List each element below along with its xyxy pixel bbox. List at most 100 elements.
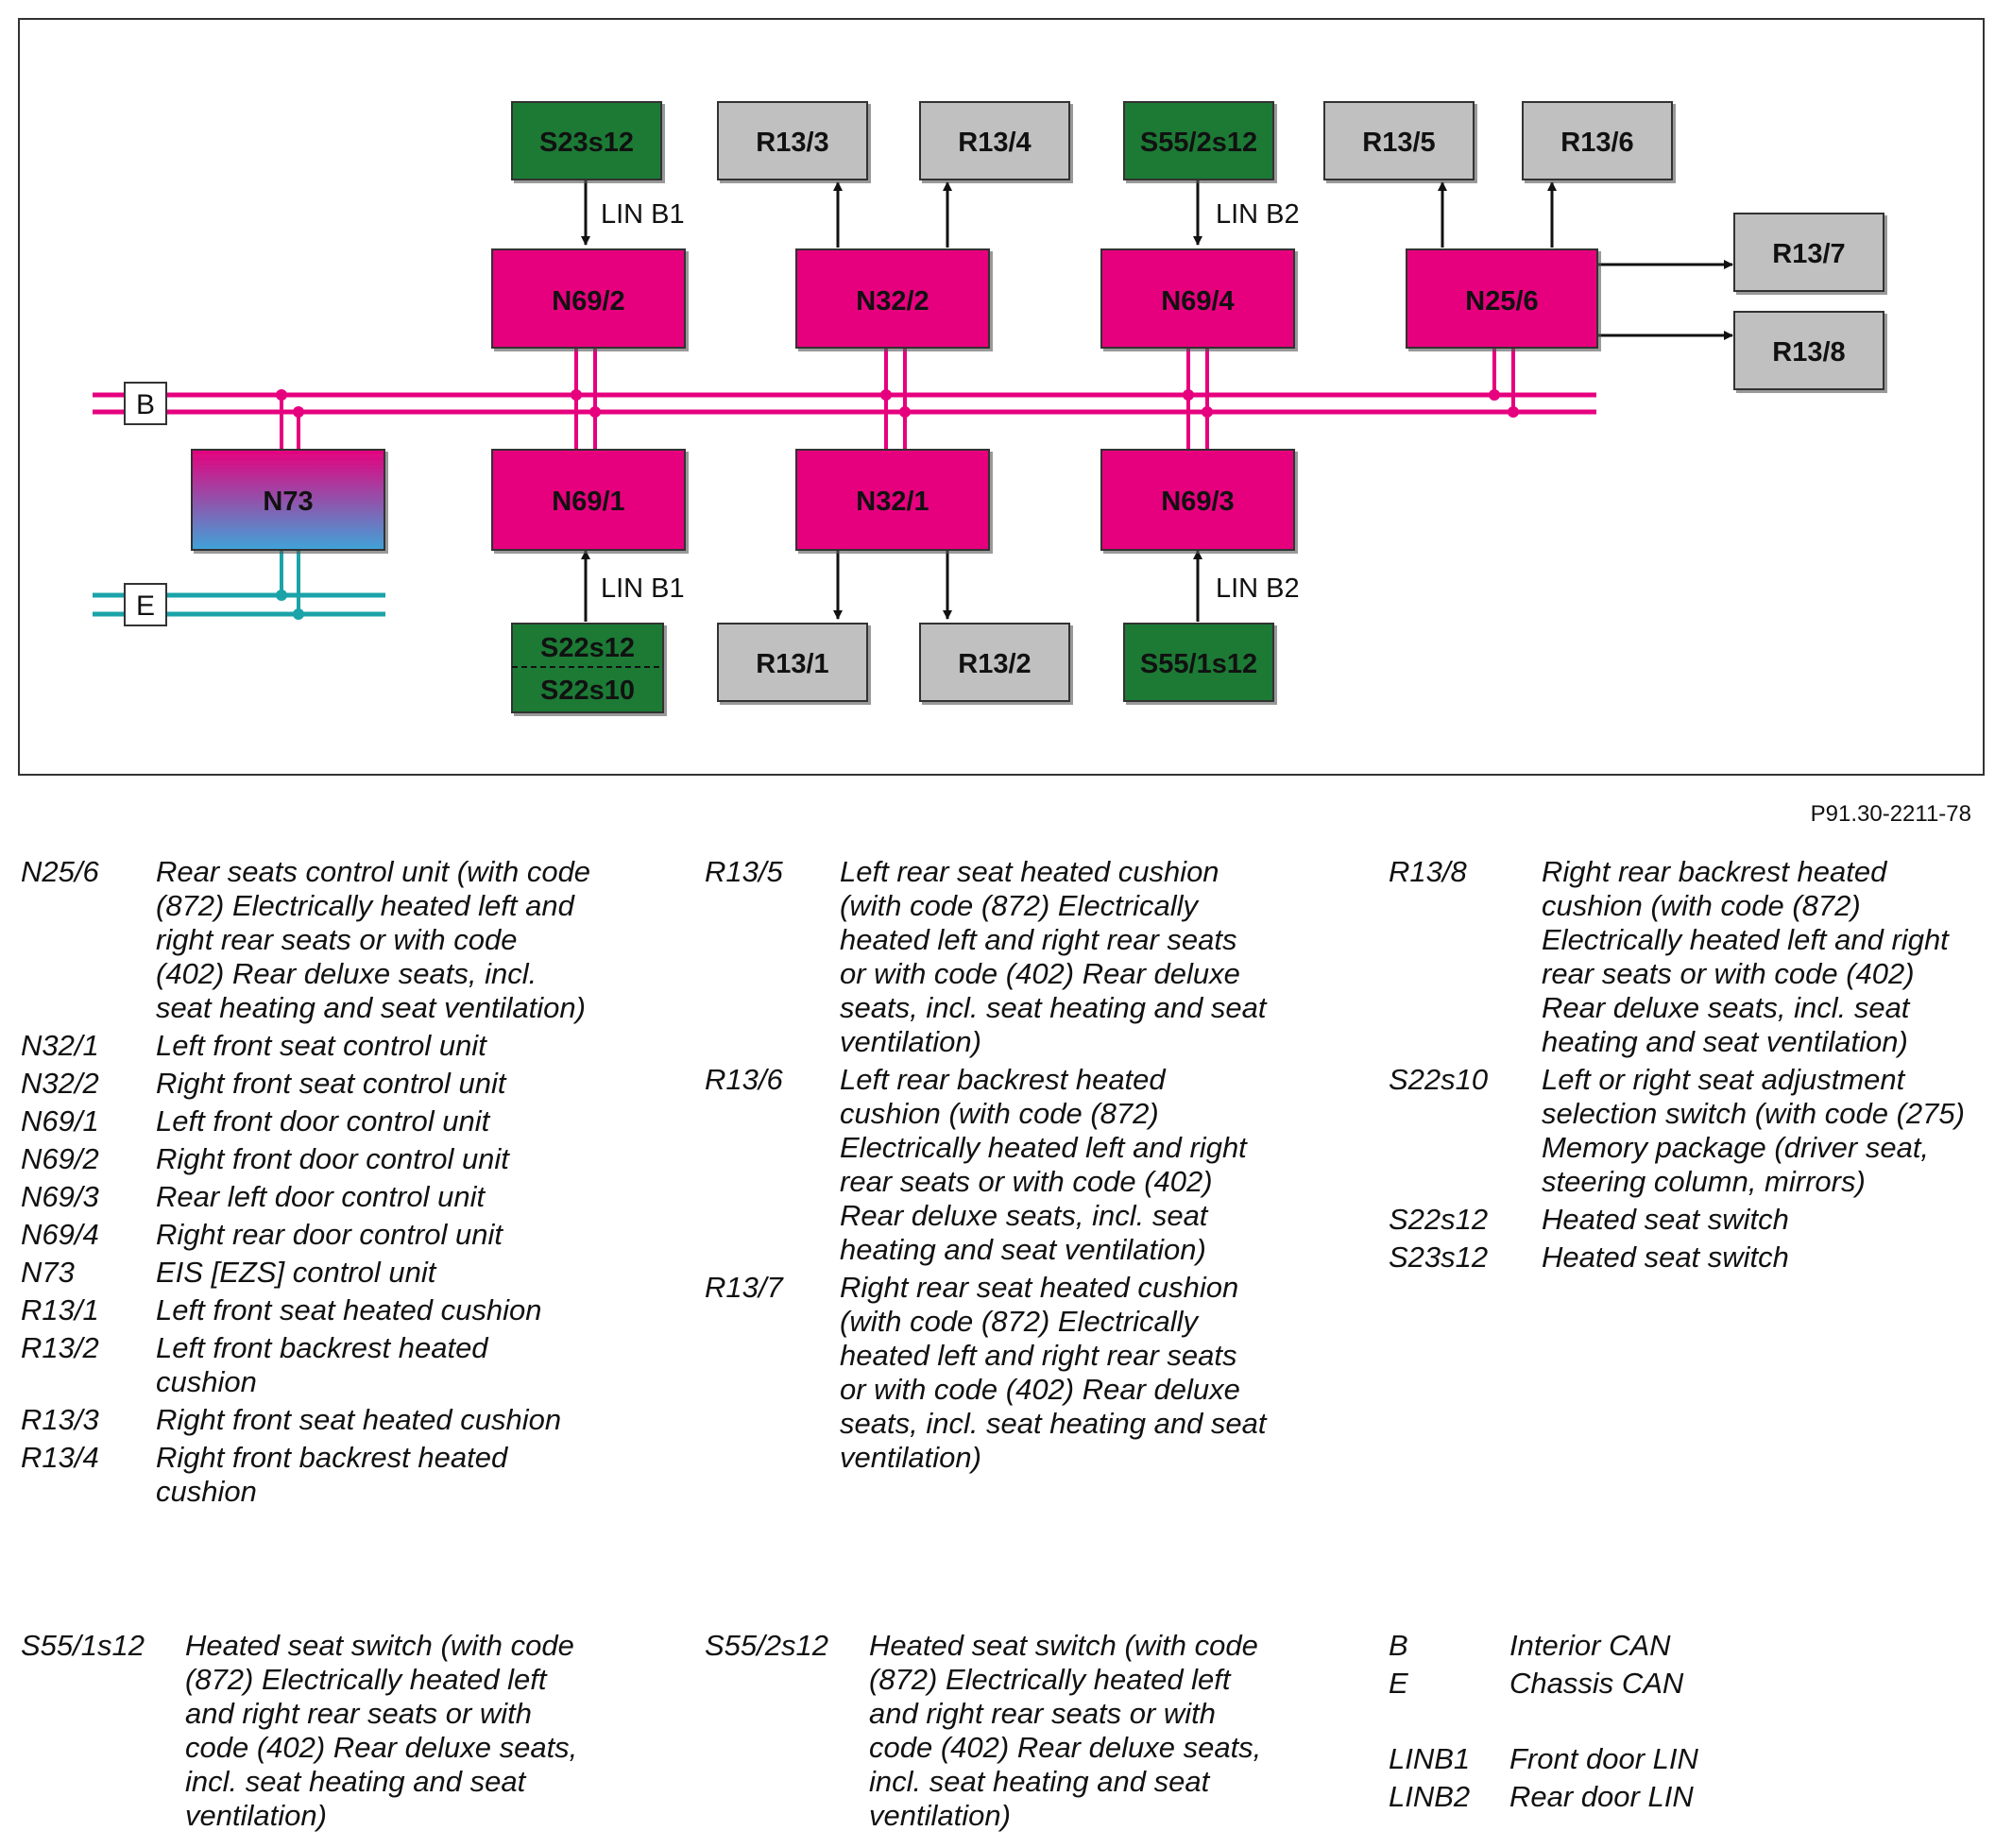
svg-text:S55/2s12: S55/2s12 <box>1140 128 1257 158</box>
svg-text:R13/7: R13/7 <box>1772 239 1845 269</box>
legend-description: Heated seat switch <box>1542 1241 1789 1274</box>
legend-description: Left front seat control unit <box>156 1029 486 1062</box>
svg-text:R13/2: R13/2 <box>958 649 1031 679</box>
legend-entry: R13/8 Right rear backrest heated cushion … <box>1389 855 1993 1059</box>
legend-key: R13/1 <box>21 1293 99 1326</box>
legend-key: N32/2 <box>21 1067 99 1100</box>
legend-description: Left or right seat adjustment selection … <box>1542 1063 1965 1198</box>
legend-description: Heated seat switch (with code (872) Elec… <box>185 1629 578 1832</box>
node-r13-3: R13/3 <box>717 101 868 180</box>
legend-entry: R13/1 Left front seat heated cushion <box>21 1293 625 1327</box>
legend-description: Right front seat heated cushion <box>156 1403 562 1436</box>
legend-entry: S22s10 Left or right seat adjustment sele… <box>1389 1063 1993 1199</box>
legend-key: N69/1 <box>21 1104 99 1138</box>
node-r13-2: R13/2 <box>919 623 1070 702</box>
svg-text:R13/3: R13/3 <box>756 128 828 158</box>
node-n69-3: N69/3 <box>1100 449 1295 551</box>
legend-key: R13/4 <box>21 1441 99 1474</box>
bus-b-interior-can <box>93 392 1596 415</box>
lin-label-top-right: LIN B2 <box>1216 199 1300 230</box>
svg-text:N32/1: N32/1 <box>856 487 929 517</box>
legend-description: Rear left door control unit <box>156 1180 486 1213</box>
node-n32-2: N32/2 <box>795 248 990 349</box>
svg-text:N69/3: N69/3 <box>1161 487 1234 517</box>
node-r13-7: R13/7 <box>1733 213 1884 292</box>
legend-description: EIS [EZS] control unit <box>156 1256 436 1289</box>
node-n69-4: N69/4 <box>1100 248 1295 349</box>
legend-description: Left rear backrest heated cushion (with … <box>840 1063 1247 1266</box>
legend-description: Interior CAN <box>1509 1629 1671 1662</box>
legend-key: R13/7 <box>705 1271 783 1304</box>
node-n73: N73 <box>191 449 385 551</box>
legend-entry: N69/3 Rear left door control unit <box>21 1180 625 1214</box>
svg-text:R13/5: R13/5 <box>1362 128 1435 158</box>
legend-description: Front door LIN <box>1509 1742 1698 1775</box>
legend-description: Heated seat switch <box>1542 1203 1789 1236</box>
network-diagram: B E LIN B1 LIN B2 LIN B1 LIN B2 S23s12 R… <box>18 18 1985 776</box>
legend-entry: R13/7 Right rear seat heated cushion (wit… <box>705 1271 1309 1475</box>
legend-key: B <box>1389 1629 1408 1662</box>
node-n25-6: N25/6 <box>1406 248 1598 349</box>
node-s22s10-label: S22s10 <box>540 676 635 706</box>
legend-description: Right front door control unit <box>156 1142 509 1175</box>
legend-description: Rear door LIN <box>1509 1780 1694 1813</box>
node-n69-2: N69/2 <box>491 248 686 349</box>
svg-text:N69/1: N69/1 <box>552 487 624 517</box>
legend-description: Right rear backrest heated cushion (with… <box>1542 855 1949 1058</box>
legend-key: S22s10 <box>1389 1063 1489 1096</box>
legend-key: N69/4 <box>21 1218 99 1251</box>
svg-text:S23s12: S23s12 <box>539 128 634 158</box>
svg-text:S55/1s12: S55/1s12 <box>1140 649 1257 679</box>
svg-text:N32/2: N32/2 <box>856 286 929 317</box>
legend-key: R13/8 <box>1389 855 1467 888</box>
svg-text:R13/8: R13/8 <box>1772 337 1845 368</box>
legend-key: R13/5 <box>705 855 783 888</box>
svg-text:E: E <box>136 590 155 622</box>
legend-key: R13/6 <box>705 1063 783 1096</box>
signal-arrows <box>581 172 1733 622</box>
svg-text:B: B <box>136 389 155 420</box>
bus-label-b: B <box>124 382 167 425</box>
legend-description: Right rear seat heated cushion (with cod… <box>840 1271 1267 1474</box>
svg-text:R13/6: R13/6 <box>1560 128 1633 158</box>
bus-junction-dots <box>276 389 1519 620</box>
bus-label-e: E <box>124 583 167 626</box>
svg-text:N25/6: N25/6 <box>1465 286 1538 317</box>
legend-key: S55/2s12 <box>705 1629 828 1662</box>
node-r13-6: R13/6 <box>1522 101 1673 180</box>
node-r13-5: R13/5 <box>1323 101 1475 180</box>
legend-description: Left front door control unit <box>156 1104 490 1138</box>
svg-text:R13/1: R13/1 <box>756 649 828 679</box>
legend-description: Rear seats control unit (with code (872)… <box>156 855 591 1024</box>
node-s23s12: S23s12 <box>511 101 662 180</box>
node-r13-4: R13/4 <box>919 101 1070 180</box>
node-n69-1: N69/1 <box>491 449 686 551</box>
svg-text:N69/2: N69/2 <box>552 286 624 317</box>
legend-description: Left front seat heated cushion <box>156 1293 542 1326</box>
legend-entry: R13/4 Right front backrest heated cushion <box>21 1441 625 1509</box>
legend-key: N69/3 <box>21 1180 99 1213</box>
legend-entry: B Interior CAN <box>1389 1629 1993 1663</box>
legend-entry: N32/1 Left front seat control unit <box>21 1029 625 1063</box>
svg-text:R13/4: R13/4 <box>958 128 1031 158</box>
legend-entry: N69/1 Left front door control unit <box>21 1104 625 1138</box>
lin-label-top-left: LIN B1 <box>601 199 685 230</box>
legend-key: N32/1 <box>21 1029 99 1062</box>
legend-entry: R13/6 Left rear backrest heated cushion (… <box>705 1063 1309 1267</box>
legend-key: R13/2 <box>21 1331 99 1364</box>
legend-description: Right front backrest heated cushion <box>156 1441 508 1508</box>
lin-label-bottom-left: LIN B1 <box>601 573 685 604</box>
